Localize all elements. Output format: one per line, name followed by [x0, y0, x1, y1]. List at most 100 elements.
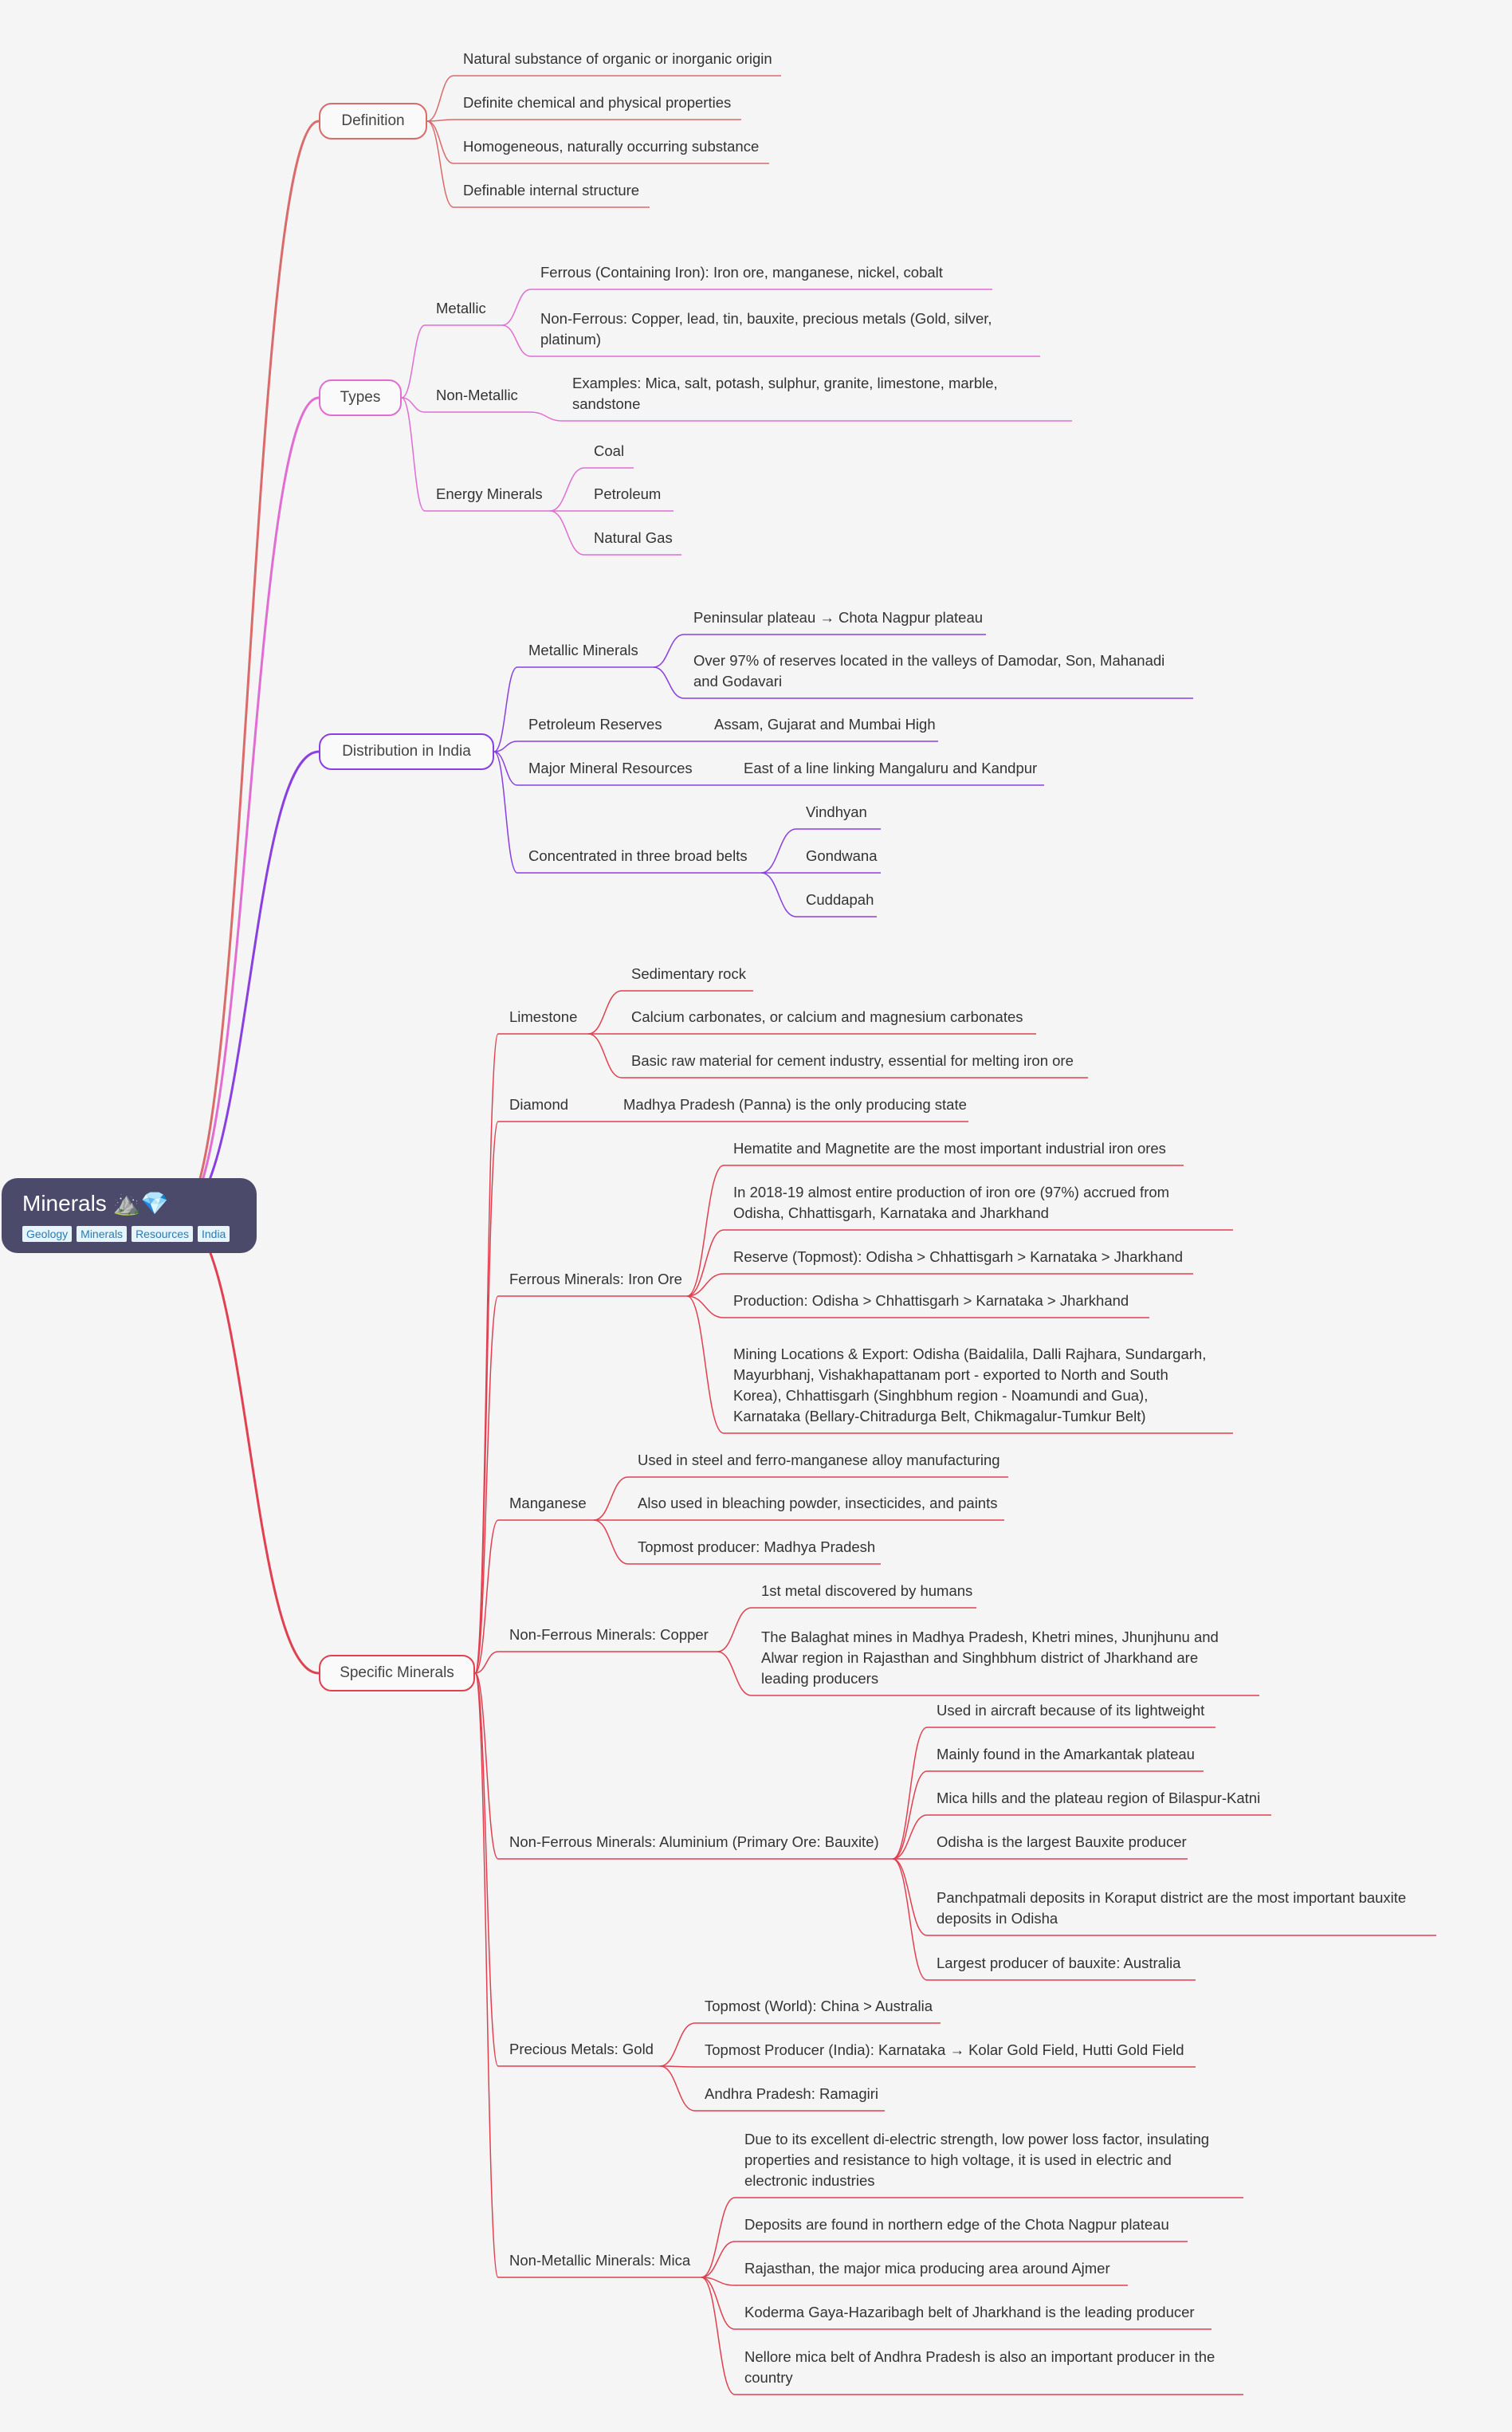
iron-ore-item[interactable]: Mining Locations & Export: Odisha (Baida…: [733, 1346, 1207, 1424]
mica-item[interactable]: Rajasthan, the major mica producing area…: [744, 2260, 1110, 2277]
connector-line: [686, 1273, 725, 1297]
connector-line: [892, 1814, 928, 1860]
connector-line: [653, 634, 685, 668]
connector-line: [587, 1033, 622, 1078]
gold-item[interactable]: Topmost (World): China > Australia: [705, 1998, 933, 2014]
mica-item[interactable]: Nellore mica belt of Andhra Pradesh is a…: [744, 2348, 1215, 2386]
gold-item[interactable]: Topmost Producer (India): Karnataka → Ko…: [705, 2041, 1184, 2058]
aluminium-item[interactable]: Used in aircraft because of its lightwei…: [937, 1702, 1205, 1719]
mineral-gold[interactable]: Precious Metals: Gold: [509, 2041, 654, 2057]
limestone-item[interactable]: Calcium carbonates, or calcium and magne…: [631, 1008, 1023, 1025]
connector-line: [593, 1519, 629, 1565]
connector-line: [717, 1651, 752, 1696]
dist-major-item[interactable]: East of a line linking Mangaluru and Kan…: [744, 760, 1038, 776]
connector-line: [179, 396, 320, 1217]
dist-metallic[interactable]: Metallic Minerals: [528, 642, 638, 658]
branch-distribution[interactable]: Distribution in India: [319, 733, 494, 770]
definition-item[interactable]: Natural substance of organic or inorgani…: [463, 50, 772, 67]
manganese-item[interactable]: Topmost producer: Madhya Pradesh: [638, 1538, 876, 1555]
connector-line: [760, 828, 797, 874]
mineral-manganese[interactable]: Manganese: [509, 1495, 587, 1511]
definition-item[interactable]: Homogeneous, naturally occurring substan…: [463, 138, 760, 155]
mica-item[interactable]: Koderma Gaya-Hazaribagh belt of Jharkhan…: [744, 2304, 1195, 2320]
dist-metallic-item[interactable]: Over 97% of reserves located in the vall…: [693, 652, 1165, 690]
copper-item[interactable]: 1st metal discovered by humans: [761, 1582, 973, 1599]
branch-types[interactable]: Types: [319, 379, 402, 416]
iron-ore-item[interactable]: Reserve (Topmost): Odisha > Chhattisgarh…: [733, 1248, 1184, 1265]
connector-line: [474, 1121, 499, 1674]
mica-item[interactable]: Deposits are found in northern edge of t…: [744, 2216, 1169, 2233]
aluminium-item[interactable]: Mainly found in the Amarkantak plateau: [937, 1746, 1195, 1762]
mineral-aluminium[interactable]: Non-Ferrous Minerals: Aluminium (Primary…: [509, 1833, 879, 1850]
connector-line: [701, 2241, 736, 2278]
connector-line: [653, 666, 685, 699]
manganese-item[interactable]: Used in steel and ferro-manganese alloy …: [638, 1452, 1000, 1468]
dist-petroleum[interactable]: Petroleum Reserves: [528, 716, 662, 733]
connector-line: [701, 2277, 736, 2286]
copper-item[interactable]: The Balaghat mines in Madhya Pradesh, Kh…: [761, 1629, 1219, 1687]
belt-item[interactable]: Cuddapah: [806, 891, 874, 908]
connector-line: [179, 750, 320, 1217]
tag-resources[interactable]: Resources: [132, 1226, 193, 1242]
connector-line: [493, 751, 518, 874]
aluminium-item[interactable]: Panchpatmali deposits in Koraput distric…: [937, 1889, 1407, 1927]
aluminium-item[interactable]: Largest producer of bauxite: Australia: [937, 1955, 1181, 1971]
root-node[interactable]: Minerals ⛰️💎 Geology Minerals Resources …: [2, 1178, 257, 1253]
connector-line: [474, 1295, 499, 1674]
energy-item[interactable]: Coal: [594, 442, 625, 459]
non-metallic-examples[interactable]: Examples: Mica, salt, potash, sulphur, g…: [572, 375, 998, 412]
manganese-item[interactable]: Also used in bleaching powder, insectici…: [638, 1495, 998, 1511]
aluminium-item[interactable]: Odisha is the largest Bauxite producer: [937, 1833, 1187, 1850]
connector-line: [892, 1858, 928, 1936]
mineral-limestone[interactable]: Limestone: [509, 1008, 578, 1025]
connector-line: [659, 2065, 696, 2068]
connector-line: [701, 2197, 736, 2278]
connector-line: [892, 1770, 928, 1860]
iron-ore-item[interactable]: Production: Odisha > Chhattisgarh > Karn…: [733, 1292, 1129, 1309]
definition-item[interactable]: Definable internal structure: [463, 182, 640, 198]
types-metallic[interactable]: Metallic: [436, 300, 486, 316]
tag-india[interactable]: India: [197, 1226, 230, 1242]
connector-line: [426, 120, 454, 208]
connector-line: [501, 289, 532, 326]
connector-line: [493, 741, 518, 752]
dist-belts[interactable]: Concentrated in three broad belts: [528, 847, 748, 864]
connector-line: [474, 1651, 499, 1674]
diamond-item[interactable]: Madhya Pradesh (Panna) is the only produ…: [623, 1096, 967, 1113]
root-tags: Geology Minerals Resources India: [22, 1226, 236, 1242]
mineral-copper[interactable]: Non-Ferrous Minerals: Copper: [509, 1626, 709, 1643]
limestone-item[interactable]: Basic raw material for cement industry, …: [631, 1052, 1074, 1069]
branch-specific[interactable]: Specific Minerals: [319, 1655, 475, 1691]
energy-item[interactable]: Natural Gas: [594, 529, 673, 546]
branch-definition[interactable]: Definition: [319, 103, 427, 139]
mica-item[interactable]: Due to its excellent di-electric strengt…: [744, 2131, 1210, 2189]
types-non-metallic[interactable]: Non-Metallic: [436, 387, 518, 403]
energy-item[interactable]: Petroleum: [594, 485, 662, 502]
connector-line: [686, 1295, 725, 1318]
dist-petroleum-item[interactable]: Assam, Gujarat and Mumbai High: [714, 716, 936, 733]
mineral-diamond[interactable]: Diamond: [509, 1096, 569, 1113]
dist-metallic-item[interactable]: Peninsular plateau → Chota Nagpur platea…: [693, 609, 984, 626]
metallic-ferrous[interactable]: Ferrous (Containing Iron): Iron ore, man…: [540, 264, 943, 281]
dist-major[interactable]: Major Mineral Resources: [528, 760, 693, 776]
mineral-iron[interactable]: Ferrous Minerals: Iron Ore: [509, 1271, 682, 1287]
belt-item[interactable]: Vindhyan: [806, 803, 867, 820]
tag-minerals[interactable]: Minerals: [77, 1226, 128, 1242]
connector-line: [686, 1295, 725, 1434]
metallic-non-ferrous[interactable]: Non-Ferrous: Copper, lead, tin, bauxite,…: [540, 310, 992, 348]
limestone-item[interactable]: Sedimentary rock: [631, 965, 746, 982]
mineral-mica[interactable]: Non-Metallic Minerals: Mica: [509, 2252, 691, 2269]
types-energy[interactable]: Energy Minerals: [436, 485, 543, 502]
iron-ore-item[interactable]: Hematite and Magnetite are the most impo…: [733, 1140, 1166, 1157]
belt-item[interactable]: Gondwana: [806, 847, 878, 864]
aluminium-item[interactable]: Mica hills and the plateau region of Bil…: [937, 1790, 1261, 1806]
definition-item[interactable]: Definite chemical and physical propertie…: [463, 94, 732, 111]
connector-line: [474, 1672, 499, 1860]
tag-geology[interactable]: Geology: [22, 1226, 73, 1242]
iron-ore-item[interactable]: In 2018-19 almost entire production of i…: [733, 1184, 1170, 1221]
connector-line: [892, 1858, 928, 1981]
connector-line: [474, 1672, 499, 2278]
gold-item[interactable]: Andhra Pradesh: Ramagiri: [705, 2085, 878, 2102]
